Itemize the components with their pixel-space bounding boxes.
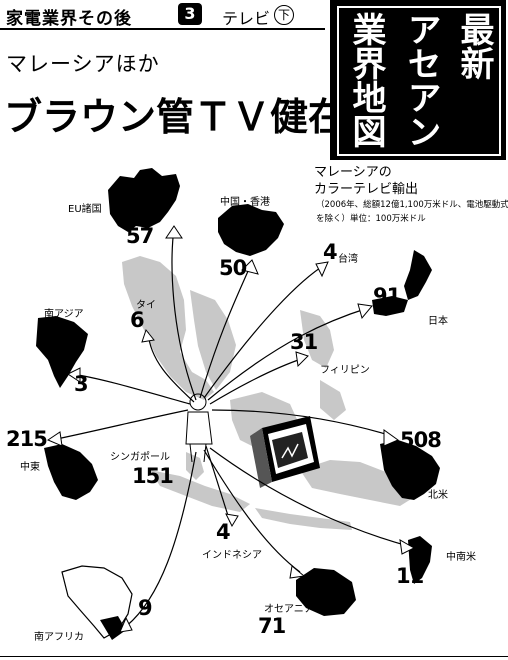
- section-badge: [330, 0, 506, 160]
- region-value-thailand: 6: [130, 308, 145, 332]
- region-label-indonesia: インドネシア: [202, 550, 262, 561]
- flow-arrows: [51, 227, 409, 629]
- subtitle: マレーシアほか: [6, 52, 160, 76]
- region-label-china: 中国・香港: [220, 197, 270, 208]
- series-title: 家電業界その後: [6, 9, 132, 29]
- asean-landmass: [122, 256, 416, 530]
- region-value-singapore: 151: [132, 464, 174, 488]
- region-value-oceania: 71: [258, 614, 286, 638]
- region-value-japan: 91: [373, 284, 401, 308]
- header-rule: [0, 28, 325, 30]
- tv-set-illustration: [250, 416, 320, 488]
- region-label-eu: EU諸国: [68, 204, 102, 215]
- region-value-north-america: 508: [400, 428, 442, 452]
- region-label-singapore: シンガポール: [110, 452, 170, 463]
- legend-note-2: を除く）単位：100万米ドル: [316, 214, 426, 224]
- south-africa-mark: [100, 616, 126, 640]
- export-flow-map: [36, 168, 440, 640]
- badge-col-mid: アセアン: [401, 12, 441, 148]
- region-label-north-america: 北米: [428, 490, 448, 501]
- badge-col-right: 最新: [454, 12, 494, 80]
- badge-col-left: 業界地図: [346, 12, 386, 148]
- page-title: ブラウン管ＴＶ健在: [4, 94, 347, 139]
- legend-note-1: （2006年、総額12億1,100万米ドル、電池駆動式: [316, 200, 508, 210]
- series-part-badge: 3: [178, 3, 202, 25]
- topic-circled-mark: 下: [274, 5, 294, 25]
- region-label-thailand: タイ: [136, 300, 156, 311]
- region-label-japan: 日本: [428, 316, 448, 327]
- region-value-indonesia: 4: [216, 520, 231, 544]
- footer-rule: [0, 656, 508, 657]
- region-value-taiwan: 4: [323, 240, 338, 264]
- region-value-south-africa: 9: [138, 596, 153, 620]
- region-value-latin-america: 11: [396, 564, 424, 588]
- region-label-latin-america: 中南米: [446, 552, 476, 563]
- region-label-oceania: オセアニア: [264, 604, 314, 615]
- region-value-south-asia: 3: [74, 372, 89, 396]
- region-label-philippines: フィリピン: [320, 365, 370, 376]
- legend-title-1: マレーシアの: [314, 165, 392, 180]
- region-label-south-asia: 南アジア: [44, 309, 84, 320]
- topic-label: テレビ: [222, 9, 271, 28]
- region-value-eu: 57: [126, 224, 154, 248]
- figure-illustration: [185, 393, 213, 463]
- region-value-philippines: 31: [290, 330, 318, 354]
- region-value-china: 50: [219, 256, 247, 280]
- arrow-heads: [46, 225, 416, 633]
- region-label-middle-east: 中東: [20, 462, 40, 473]
- region-value-middle-east: 215: [6, 427, 48, 451]
- section-badge-frame: [337, 6, 501, 156]
- continent-silhouettes: [36, 168, 440, 616]
- region-label-taiwan: 台湾: [338, 254, 358, 265]
- legend-title-2: カラーテレビ輸出: [314, 182, 419, 197]
- region-label-south-africa: 南アフリカ: [34, 632, 84, 643]
